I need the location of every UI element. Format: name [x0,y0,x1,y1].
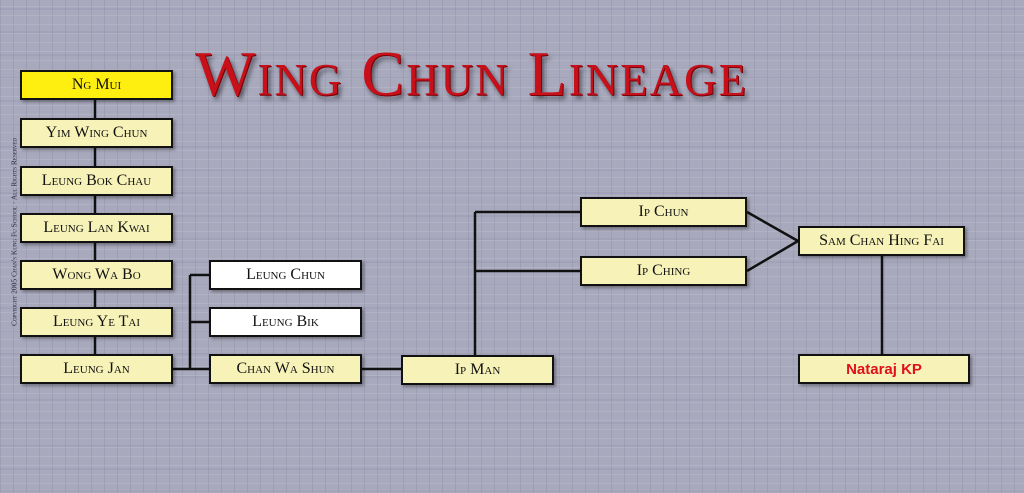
node-leung-jan: Leung Jan [20,354,173,384]
node-yim-wing-chun: Yim Wing Chun [20,118,173,148]
node-ip-chun: Ip Chun [580,197,747,227]
node-leung-chun: Leung Chun [209,260,362,290]
node-leung-ye-tai: Leung Ye Tai [20,307,173,337]
node-ip-ching: Ip Ching [580,256,747,286]
node-leung-bik: Leung Bik [209,307,362,337]
node-wong-wa-bo: Wong Wa Bo [20,260,173,290]
node-ip-man: Ip Man [401,355,554,385]
page-title: Wing Chun Lineage [195,38,749,109]
node-leung-bok-chau: Leung Bok Chau [20,166,173,196]
node-leung-lan-kwai: Leung Lan Kwai [20,213,173,243]
connector-ip-chun-to-sam [746,210,799,243]
connector-ip-ching-to-sam [746,239,799,273]
node-nataraj-kp: Nataraj KP [798,354,970,384]
node-sam-chan-hing-fai: Sam Chan Hing Fai [798,226,965,256]
node-chan-wa-shun: Chan Wa Shun [209,354,362,384]
node-ng-mui: Ng Mui [20,70,173,100]
